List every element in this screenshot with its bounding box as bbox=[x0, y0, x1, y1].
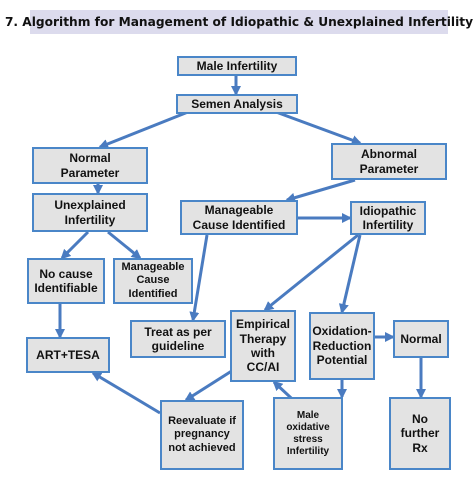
arrow-idiopathic-to-empirical bbox=[263, 233, 359, 312]
node-semen-analysis: Semen Analysis bbox=[176, 94, 298, 114]
arrow-semen-to-abnormal bbox=[275, 110, 362, 145]
node-manageable-cause-small: Manageable Cause Identified bbox=[113, 258, 193, 304]
arrow-empirical-to-reevaluate bbox=[184, 365, 239, 402]
node-male-oxidative-stress: Male oxidative stress Infertility bbox=[273, 397, 343, 470]
node-empirical-therapy: Empirical Therapy with CC/AI bbox=[230, 310, 296, 382]
node-normal-parameter: Normal Parameter bbox=[32, 147, 148, 184]
node-normal: Normal bbox=[393, 320, 449, 358]
node-abnormal-parameter: Abnormal Parameter bbox=[331, 143, 447, 180]
diagram-title: 7. Algorithm for Management of Idiopathi… bbox=[4, 15, 474, 29]
arrow-abnormal-to-manageable bbox=[285, 178, 356, 203]
arrow-semen-to-normal bbox=[98, 110, 189, 149]
node-no-cause-identifiable: No cause Identifiable bbox=[27, 258, 105, 304]
arrow-manageable-to-treat bbox=[189, 234, 209, 322]
arrow-unexplained-to-manageable-small bbox=[107, 230, 142, 260]
node-male-infertility: Male Infertility bbox=[177, 56, 297, 76]
node-oxidation-reduction-potential: Oxidation- Reduction Potential bbox=[309, 312, 375, 380]
node-idiopathic-infertility: Idiopathic Infertility bbox=[350, 201, 426, 235]
node-art-tesa: ART+TESA bbox=[26, 337, 110, 373]
node-manageable-cause-identified: Manageable Cause Identified bbox=[180, 200, 298, 235]
node-no-further-rx: No further Rx bbox=[389, 397, 451, 470]
arrow-unexplained-to-nocause bbox=[60, 230, 90, 260]
node-treat-as-per-guideline: Treat as per guideline bbox=[130, 320, 226, 358]
arrow-reevaluate-to-art bbox=[91, 371, 161, 415]
node-reevaluate: Reevaluate if pregnancy not achieved bbox=[160, 400, 244, 470]
arrow-idiopathic-to-oxidation bbox=[338, 234, 362, 314]
node-unexplained-infertility: Unexplained Infertility bbox=[32, 193, 148, 232]
title-banner: 7. Algorithm for Management of Idiopathi… bbox=[5, 10, 473, 34]
